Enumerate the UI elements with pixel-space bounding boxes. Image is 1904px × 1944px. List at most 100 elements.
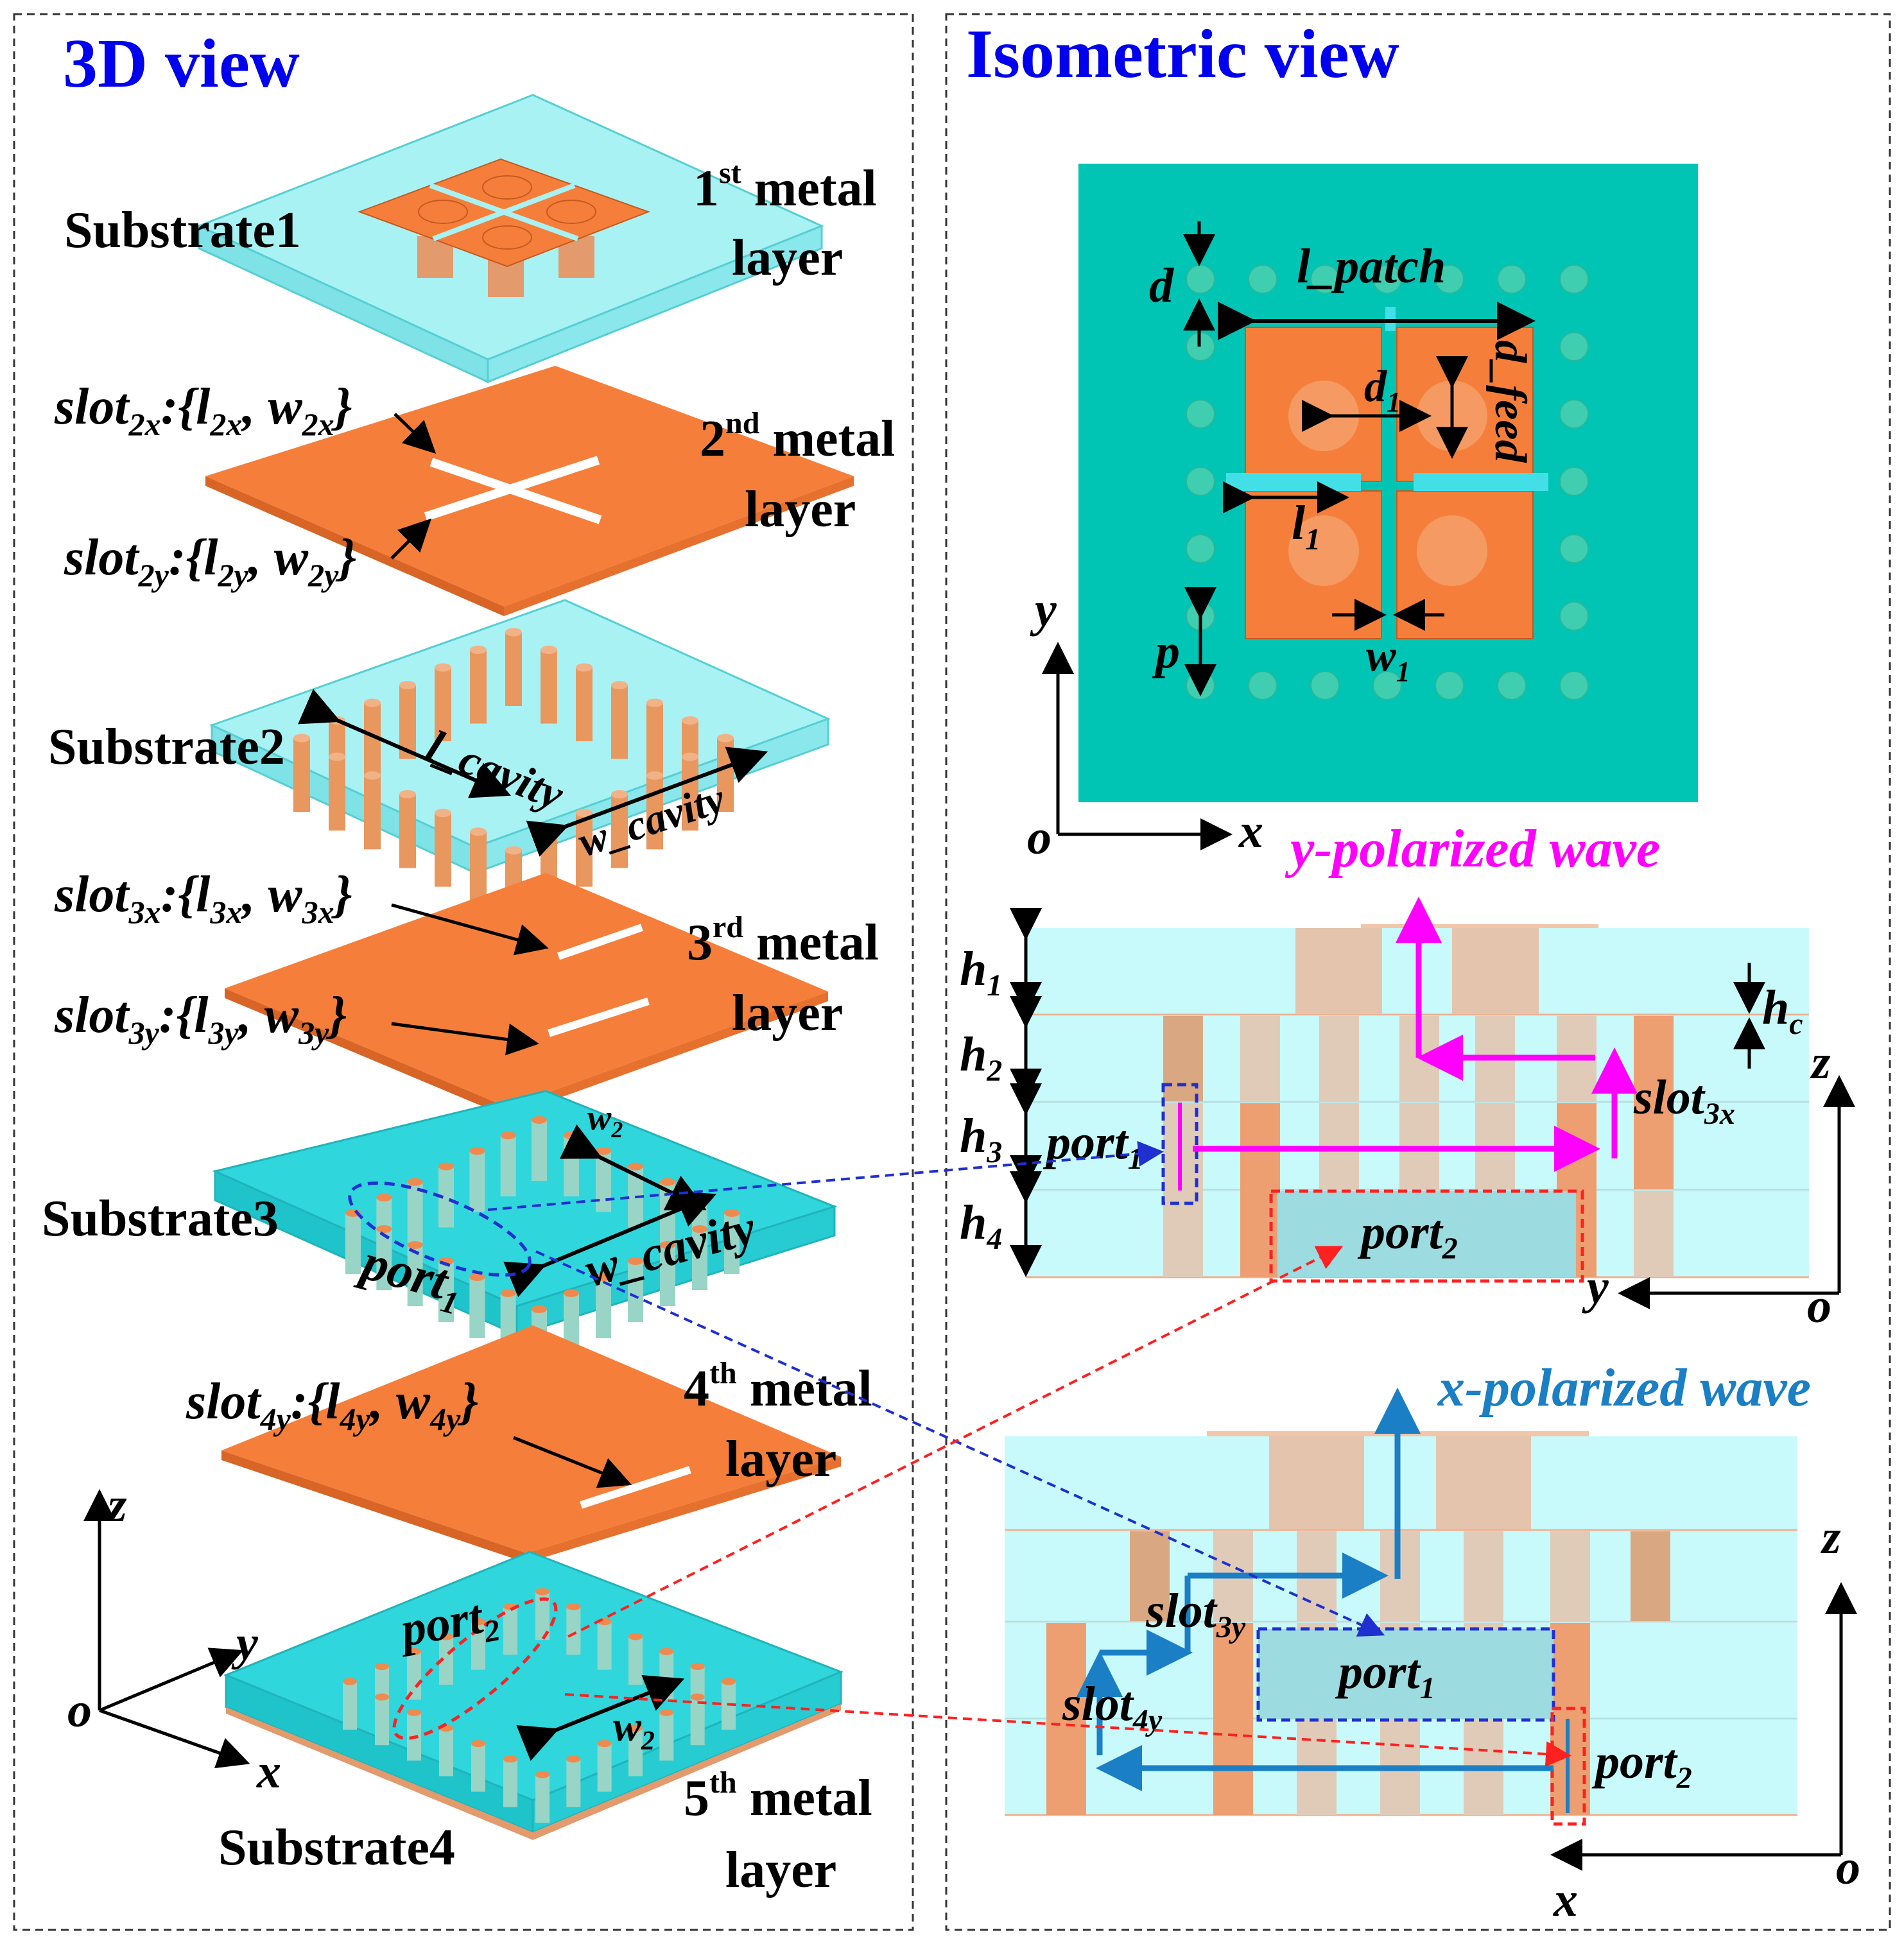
y-axis-z: z (1810, 1035, 1831, 1089)
via (500, 1135, 516, 1197)
via-cap (399, 681, 416, 689)
via-cap (646, 698, 663, 707)
via-cap (329, 752, 345, 761)
w-cavity2-arrow (503, 1191, 717, 1298)
via-cap (439, 1633, 453, 1640)
via (439, 1637, 453, 1685)
via (535, 1775, 550, 1823)
top-via (1186, 467, 1215, 496)
fourth-metal-layer (221, 1325, 841, 1563)
via-cap (505, 628, 522, 637)
port2-link-to-x-section (564, 1693, 1571, 1768)
slot4y-pointer (513, 1436, 632, 1488)
second-metal-layer (205, 366, 854, 616)
x-wave-title: x-polarized wave (1437, 1358, 1811, 1418)
y-port2-label: port2 (1357, 1205, 1458, 1266)
via-cap (628, 1162, 643, 1171)
via-cap (364, 771, 381, 780)
via-cap (535, 1771, 550, 1778)
via (329, 757, 345, 831)
via-cap (407, 1708, 421, 1716)
top-via (1559, 332, 1589, 361)
top-via (1559, 399, 1589, 429)
via (576, 667, 593, 741)
y-wave-path (1193, 897, 1638, 1172)
via-cap (471, 1618, 485, 1626)
via (535, 1592, 550, 1640)
y-h1-label: h1 (960, 942, 1002, 1002)
metal4-label: 4th metal (684, 1356, 872, 1417)
via (407, 1245, 423, 1306)
via-cap (364, 698, 381, 707)
left-panel-frame (13, 13, 914, 1931)
top-via (1435, 671, 1464, 700)
via-cap (659, 1708, 674, 1716)
top-via (1559, 467, 1589, 496)
substrate4-label: Substrate4 (218, 1819, 455, 1876)
via-cap (376, 1193, 392, 1201)
via-cap (690, 1663, 705, 1671)
via (646, 703, 663, 777)
x-axis-o: o (1836, 1841, 1860, 1895)
metal5-label: 5th metal (684, 1766, 872, 1827)
axis3d-y: y (231, 1616, 258, 1670)
via-cap (500, 1289, 516, 1297)
via-cap (471, 1740, 485, 1748)
via-cap (722, 1678, 736, 1685)
port1-highlight-3d (348, 1181, 532, 1277)
port2-highlight-3d (392, 1597, 558, 1740)
top-via (1186, 264, 1215, 294)
via (471, 1743, 485, 1792)
x-port2-label: port2 (1591, 1735, 1692, 1795)
via (532, 1120, 547, 1181)
via-cap (469, 1273, 485, 1281)
via-cap (407, 1241, 423, 1249)
y-hc-label: hc (1762, 981, 1803, 1041)
metal1-label-line2: layer (732, 230, 843, 286)
port1-link-to-y-section (487, 1140, 1164, 1211)
x-cross-section (1005, 1431, 1797, 1816)
x-axis-z: z (1820, 1510, 1841, 1564)
y-port1-label: port1 (1043, 1115, 1143, 1176)
slot2x-label: slot2x:{l2x, w2x} (54, 379, 352, 442)
metal5-label-line2: layer (725, 1842, 836, 1898)
top-view (1078, 164, 1698, 802)
via-cap (532, 1305, 547, 1313)
via-cap (503, 1755, 517, 1763)
via (435, 813, 451, 887)
via-cap (375, 1663, 389, 1671)
metal3-label: 3rd metal (687, 910, 879, 971)
substrate2-label: Substrate2 (48, 719, 285, 775)
x-slot3y-label: slot3y (1145, 1584, 1246, 1644)
top-via (1559, 601, 1589, 631)
right-panel-frame (945, 13, 1891, 1931)
left-panel-title: 3D view (63, 26, 300, 102)
via-cap (682, 752, 698, 761)
via (293, 738, 310, 812)
via-cap (438, 1162, 454, 1171)
via-cap (470, 827, 487, 836)
x-wave-path (1077, 1388, 1553, 1791)
via (376, 1229, 392, 1290)
metal1-label: 1st metal (693, 156, 877, 217)
slot3x-pointer (391, 903, 549, 956)
w2-arrow-sub4 (516, 1674, 685, 1761)
via-cap (293, 734, 310, 743)
slot3x-label: slot3x:{l3x, w3x} (54, 866, 352, 930)
via (659, 1712, 674, 1761)
x-port2-box (1550, 1707, 1586, 1826)
via-cap (566, 1755, 581, 1763)
via-cap (541, 827, 557, 836)
w2-label-sub4: w2 (613, 1703, 655, 1756)
via (439, 1728, 453, 1776)
top-axis-x: x (1238, 804, 1263, 858)
via (407, 1182, 423, 1243)
via (566, 1759, 581, 1807)
top-w1-label: w1 (1366, 632, 1410, 687)
via-cap (435, 809, 451, 818)
slot2y-pointer (390, 518, 432, 560)
axes-3d: z y x o (67, 1478, 281, 1798)
slot2y-label: slot2y:{l2y, w2y} (64, 529, 356, 593)
via-cap (375, 1693, 389, 1701)
